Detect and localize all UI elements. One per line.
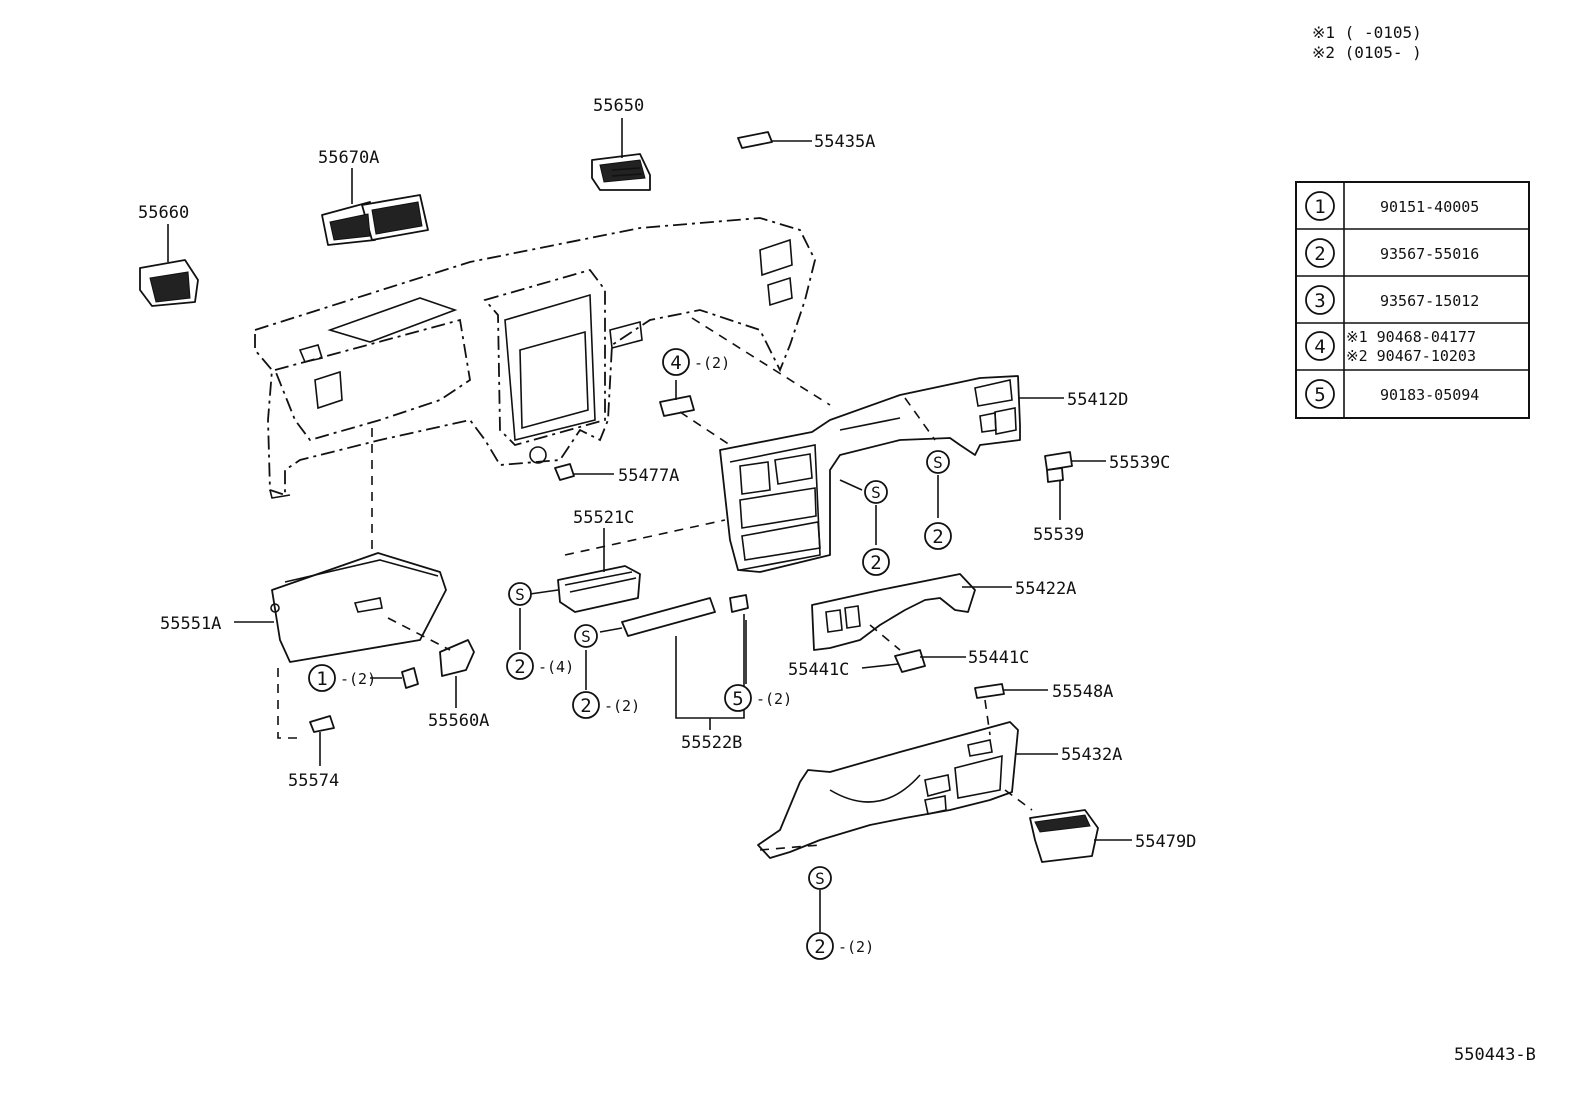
- callout-1: 1 -(2): [308, 664, 376, 692]
- callout-2-bottom: 2 -(2): [806, 932, 874, 960]
- callout-number: 5: [732, 688, 743, 710]
- part-label-55574: 55574: [288, 771, 339, 791]
- part-label-55548A: 55548A: [1052, 682, 1113, 702]
- callout-4-top: 4 -(2): [662, 348, 730, 376]
- callout-quantity: -(2): [340, 670, 376, 688]
- callout-number: 4: [670, 352, 681, 374]
- part-label-55479D: 55479D: [1135, 832, 1196, 852]
- screw-marker-bottom: S: [808, 866, 832, 890]
- leader-lines: [167, 118, 1132, 932]
- callout-number: 2: [514, 656, 525, 678]
- table-row: 1 90151-40005: [1305, 191, 1479, 221]
- screw-symbol: S: [933, 453, 943, 472]
- note-serial-2: ※2 (0105- ): [1312, 43, 1422, 62]
- callout-number: 2: [932, 526, 943, 548]
- part-label-55435A: 55435A: [814, 132, 875, 152]
- vent-55670A-drawing: [321, 194, 429, 246]
- part-label-55551A: 55551A: [160, 614, 221, 634]
- part-label-55660: 55660: [138, 203, 189, 223]
- screw-symbol: S: [815, 869, 825, 888]
- callout-5: 5 -(2): [724, 684, 792, 712]
- callout-2-two: 2 -(2): [572, 691, 640, 719]
- table-row-number: 1: [1314, 196, 1325, 218]
- table-row: 4 ※1 90468-04177 ※2 90467-10203: [1305, 328, 1476, 365]
- part-label-55422A: 55422A: [1015, 579, 1076, 599]
- ashtray-55479D-drawing: [1029, 809, 1099, 863]
- table-row: 3 93567-15012: [1305, 285, 1479, 315]
- vent-55660-drawing: [139, 259, 199, 307]
- small-parts-drawing: [309, 395, 1073, 733]
- callout-2-right: 2: [924, 522, 952, 550]
- callout-2-center: 2: [862, 548, 890, 576]
- glove-box-lock-drawing: [439, 639, 475, 677]
- callout-quantity: -(2): [604, 697, 640, 715]
- part-label-55477A: 55477A: [618, 466, 679, 486]
- callout-quantity: -(2): [756, 690, 792, 708]
- table-row-number: 2: [1314, 243, 1325, 265]
- table-row-part-number: 93567-55016: [1380, 245, 1479, 263]
- part-label-55539: 55539: [1033, 525, 1084, 545]
- parts-reference-table: 1 90151-40005 2 93567-55016 3 93567-1501…: [1295, 181, 1530, 419]
- table-row-part-number: 90151-40005: [1380, 198, 1479, 216]
- part-label-55650: 55650: [593, 96, 644, 116]
- part-label-55522B: 55522B: [681, 733, 742, 753]
- screw-marker-right: S: [926, 450, 950, 474]
- vent-55650-drawing: [591, 153, 651, 191]
- table-row-part-number: 90183-05094: [1380, 386, 1479, 404]
- callout-quantity: -(4): [538, 658, 574, 676]
- table-row-number: 5: [1314, 384, 1325, 406]
- glove-box-drawing: [270, 552, 447, 663]
- callout-number: 2: [870, 552, 881, 574]
- table-row-number: 4: [1314, 336, 1325, 358]
- screw-symbol: S: [581, 627, 591, 646]
- instrument-panel-drawing: [254, 217, 816, 499]
- callout-number: 2: [580, 695, 591, 717]
- cluster-finish-panel-drawing: [719, 375, 1021, 573]
- screw-marker-mid: S: [574, 624, 598, 648]
- table-row-part-number: ※2 90467-10203: [1346, 347, 1476, 365]
- part-label-55560A: 55560A: [428, 711, 489, 731]
- table-row-part-number: ※1 90468-04177: [1346, 328, 1476, 346]
- part-label-55441C-left: 55441C: [788, 660, 849, 680]
- screw-symbol: S: [871, 483, 881, 502]
- callout-number: 2: [814, 936, 825, 958]
- lower-panel-55432A-drawing: [757, 721, 1019, 859]
- part-label-55539C: 55539C: [1109, 453, 1170, 473]
- callout-2-four: 2 -(4): [506, 652, 574, 680]
- finish-panel-55422A-drawing: [811, 573, 976, 651]
- screw-marker-center: S: [864, 480, 888, 504]
- part-label-55670A: 55670A: [318, 148, 379, 168]
- callout-quantity: -(2): [694, 354, 730, 372]
- callout-number: 1: [316, 668, 327, 690]
- part-label-55412D: 55412D: [1067, 390, 1128, 410]
- assembly-lines: [277, 317, 1033, 851]
- screw-symbol: S: [515, 585, 525, 604]
- clip-55435A-drawing: [737, 131, 773, 149]
- table-row-part-number: 93567-15012: [1380, 292, 1479, 310]
- part-label-55521C: 55521C: [573, 508, 634, 528]
- table-row-number: 3: [1314, 290, 1325, 312]
- part-label-55441C-right: 55441C: [968, 648, 1029, 668]
- callout-quantity: -(2): [838, 938, 874, 956]
- part-label-55432A: 55432A: [1061, 745, 1122, 765]
- drawing-id: 550443-B: [1454, 1045, 1536, 1065]
- screw-marker-left: S: [508, 582, 532, 606]
- note-serial-1: ※1 ( -0105): [1312, 23, 1422, 42]
- table-row: 2 93567-55016: [1305, 238, 1479, 268]
- table-row: 5 90183-05094: [1305, 379, 1479, 409]
